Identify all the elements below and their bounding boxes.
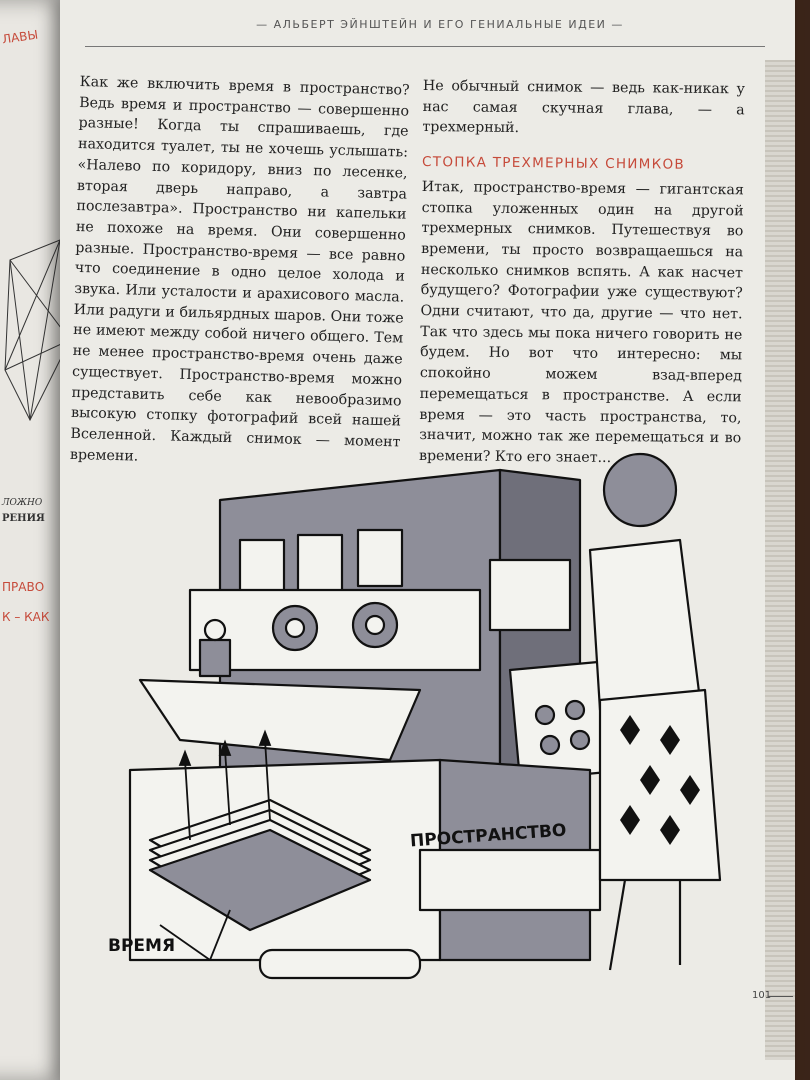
cassette-2 (296, 533, 344, 593)
woman-skirt (598, 688, 722, 882)
geometric-figure-icon (4, 239, 70, 422)
illustration (128, 452, 722, 980)
page-edge (765, 60, 795, 1060)
right-body-text: Итак, пространство-время — гигантская ст… (418, 178, 744, 466)
right-column: Не обычный снимок — ведь как-никак у нас… (419, 76, 745, 470)
light-bulb-icon (203, 618, 227, 642)
left-fragment-slozhno: ЛОЖНО (2, 498, 43, 508)
right-intro-text: Не обычный снимок — ведь как-никак у нас… (422, 77, 745, 137)
side-panel (488, 558, 572, 632)
woman-blouse (588, 538, 702, 712)
woman-head (602, 452, 678, 528)
reel-box (188, 588, 482, 672)
tray-flap (138, 678, 422, 762)
label-time: ВРЕМЯ (108, 936, 176, 956)
cassette-3 (356, 528, 404, 588)
cassette-1 (238, 538, 286, 598)
left-column: Как же включить время в пространство? Ве… (70, 72, 410, 474)
left-fragment-chapter: ЛАВЫ (1, 27, 39, 47)
page-number: 101 (752, 990, 772, 1001)
left-fragment-renia: РЕНИЯ (2, 513, 45, 524)
paper-roller (258, 948, 422, 980)
left-column-text: Как же включить время в пространство? Ве… (69, 73, 410, 465)
section-subheading: СТОПКА ТРЕХМЕРНЫХ СНИМКОВ (422, 154, 686, 173)
left-fragment-kak: К – КАК (2, 610, 50, 624)
page-number-rule (768, 996, 793, 997)
running-header: — АЛЬБЕРТ ЭЙНШТЕЙН И ЕГО ГЕНИАЛЬНЫЕ ИДЕИ… (256, 18, 624, 31)
bulb-base (198, 638, 232, 678)
left-fragment-pravo: ПРАВО (2, 580, 45, 594)
header-rule (85, 46, 765, 47)
